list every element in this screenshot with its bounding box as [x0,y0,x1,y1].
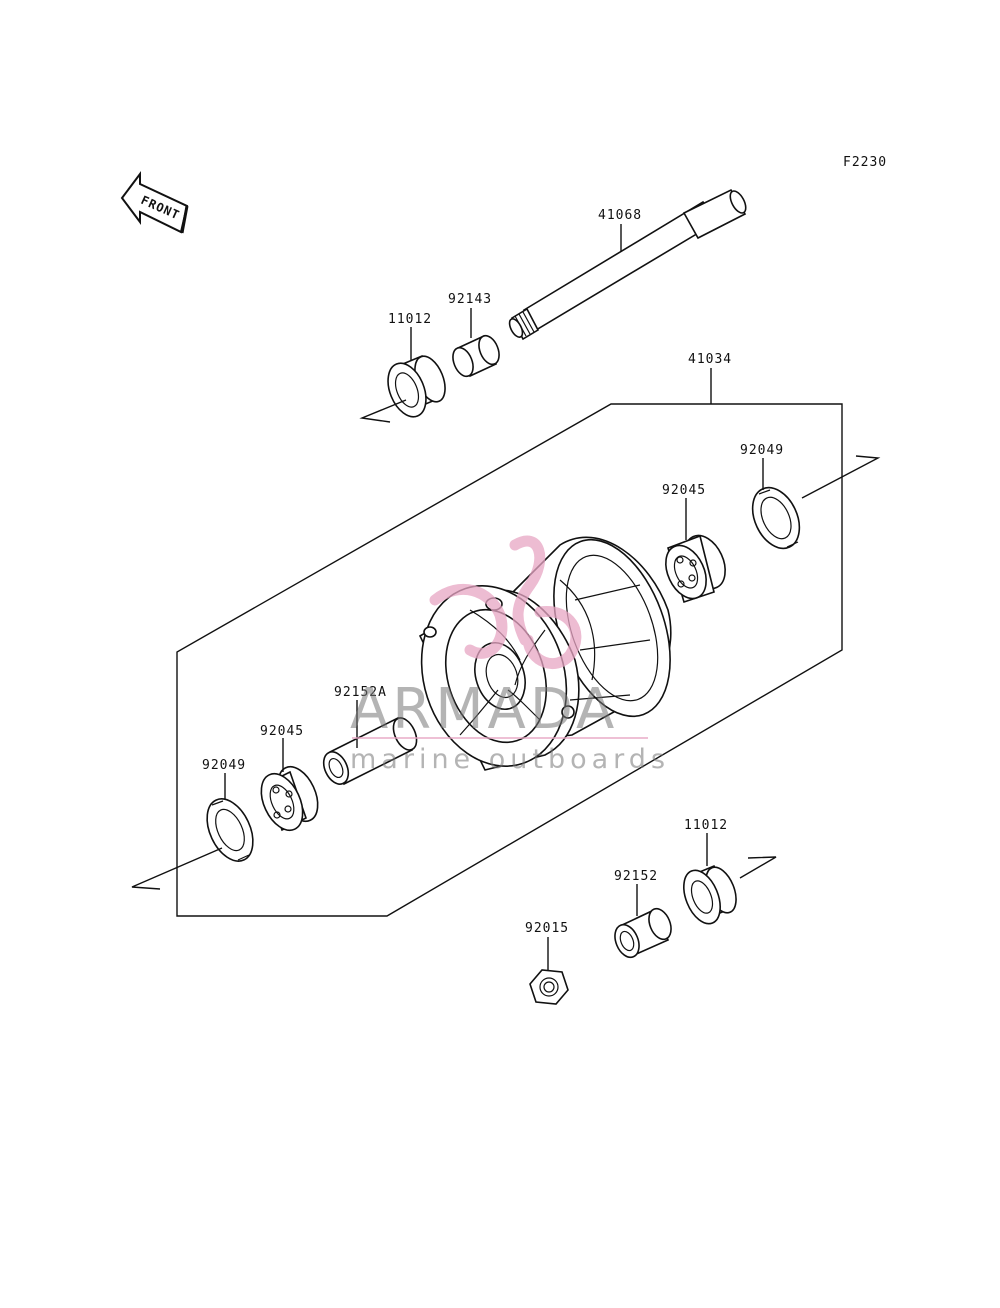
label-92049-left: 92049 [202,758,246,773]
axis-arrow-top-left [359,399,407,423]
label-92143: 92143 [448,292,492,307]
label-92045-right: 92045 [662,483,706,498]
hub-assembly-box [176,403,843,917]
oil-seal-11012-top [387,354,446,418]
label-92045-left: 92045 [260,724,304,739]
axis-arrow-right [801,455,881,499]
seal-92049-left [206,798,254,862]
label-92049-right: 92049 [740,443,784,458]
bearing-92045-left [260,765,319,832]
label-41068: 41068 [598,208,642,223]
label-11012-bottom: 11012 [684,818,728,833]
watermark-tagline: marine outboards [350,744,670,775]
watermark-brand: ARMADA [350,677,618,742]
front-arrow-icon: FRONT [120,171,189,234]
watermark: ARMADA marine outboards [350,535,670,775]
collar-92152 [614,907,672,959]
axle-41068 [508,188,747,341]
collar-92152A [322,716,418,786]
label-92152: 92152 [614,869,658,884]
label-92015: 92015 [525,921,569,936]
label-11012-top: 11012 [388,312,432,327]
axis-arrow-left [131,847,223,890]
watermark-logo-icon [429,535,582,670]
label-92152A: 92152A [334,685,387,700]
figure-code: F2230 [843,155,887,170]
oil-seal-11012-bottom [683,864,737,925]
bearing-92045-right [665,534,726,604]
label-41034: 41034 [688,352,732,367]
nut-92015 [529,969,569,1005]
axis-arrow-bottom-right [739,856,777,879]
seal-92049-right [751,486,801,550]
collar-92143 [452,334,500,378]
